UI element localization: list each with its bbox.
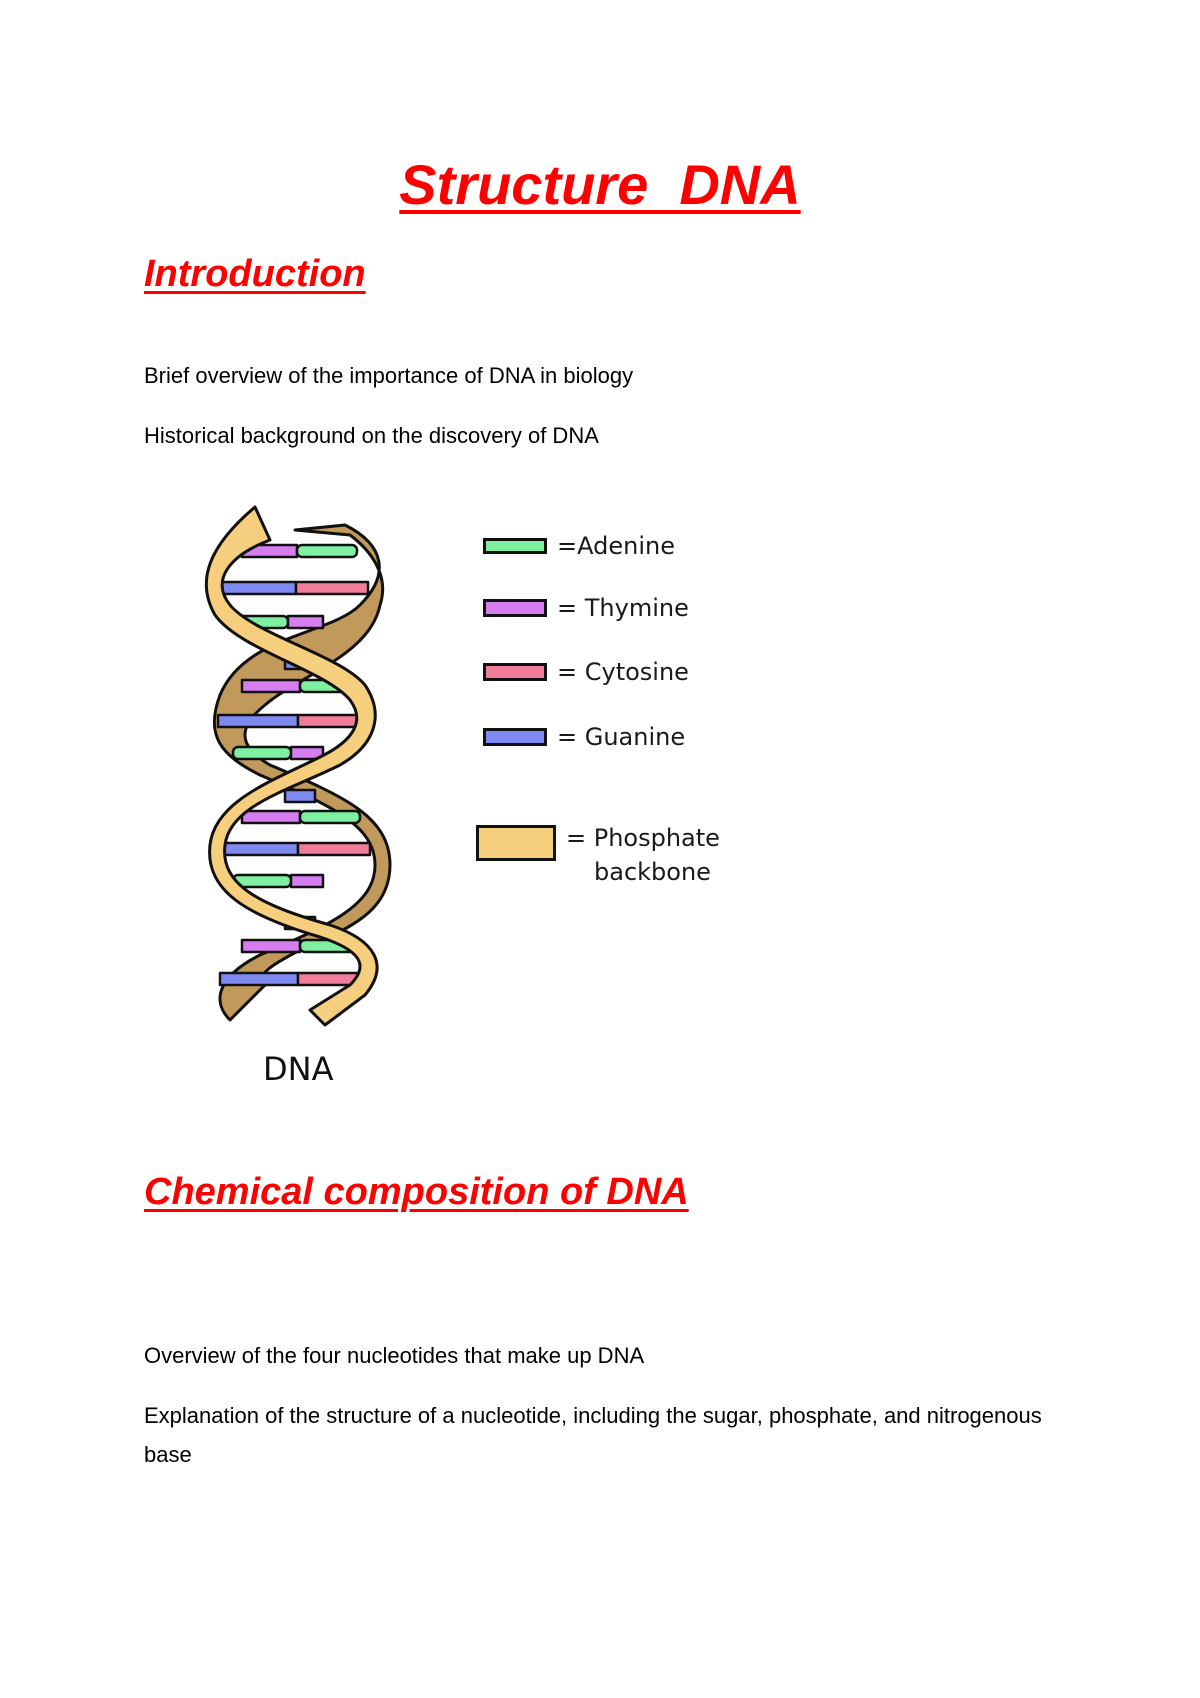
cytosine-swatch-icon	[483, 663, 547, 681]
dna-double-helix-illustration	[204, 505, 392, 1027]
legend-label-adenine: =Adenine	[557, 532, 675, 560]
phosphate-backbone-swatch-icon	[476, 825, 556, 861]
chemical-paragraph-1: Overview of the four nucleotides that ma…	[144, 1343, 645, 1368]
legend-item-cytosine: = Cytosine	[483, 657, 689, 687]
section-heading-chemical-composition: Chemical composition of DNA	[144, 1171, 689, 1213]
legend-item-phosphate-backbone: = Phosphate backbone	[476, 823, 720, 887]
thymine-swatch-icon	[483, 599, 547, 617]
figure-caption-dna: DNA	[263, 1050, 334, 1088]
intro-paragraph-1: Brief overview of the importance of DNA …	[144, 363, 634, 388]
intro-paragraph-2: Historical background on the discovery o…	[144, 423, 599, 448]
section-heading-introduction: Introduction	[144, 253, 366, 295]
legend-item-adenine: =Adenine	[483, 531, 675, 561]
legend-label-phosphate: = Phosphate	[566, 824, 720, 852]
guanine-swatch-icon	[483, 728, 547, 746]
page-title: Structure DNA	[0, 150, 1200, 220]
legend-item-guanine: = Guanine	[483, 722, 685, 752]
dna-diagram-figure: DNA =Adenine = Thymine = Cytosine = Guan…	[200, 505, 760, 1095]
chemical-paragraph-2: Explanation of the structure of a nucleo…	[144, 1403, 1042, 1467]
legend-label-guanine: = Guanine	[557, 723, 686, 751]
adenine-swatch-icon	[483, 538, 547, 554]
legend-label-phosphate-group: = Phosphate backbone	[566, 823, 720, 887]
legend-label-thymine: = Thymine	[557, 594, 689, 622]
legend-label-backbone: backbone	[594, 858, 711, 886]
legend-item-thymine: = Thymine	[483, 593, 689, 623]
page-title-text: Structure DNA	[399, 153, 801, 216]
legend-label-cytosine: = Cytosine	[557, 658, 689, 686]
